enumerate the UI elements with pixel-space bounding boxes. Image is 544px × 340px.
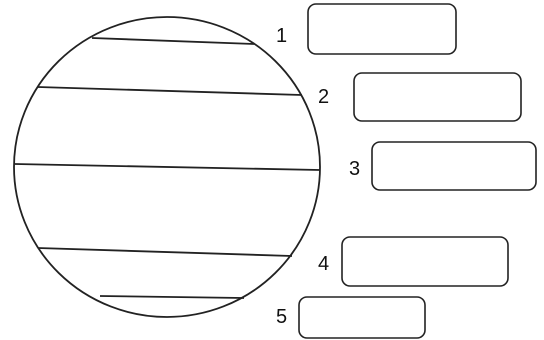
answer-box-1[interactable] — [308, 4, 456, 54]
marker-label-3: 3 — [349, 158, 360, 180]
answer-box-2[interactable] — [354, 73, 521, 121]
marker-label-5: 5 — [276, 306, 287, 328]
answer-box-4[interactable] — [342, 237, 508, 286]
marker-label-2: 2 — [318, 86, 329, 108]
answer-box-5[interactable] — [299, 297, 425, 338]
answer-box-3[interactable] — [372, 142, 536, 190]
marker-label-4: 4 — [318, 253, 329, 275]
marker-label-1: 1 — [276, 25, 287, 47]
